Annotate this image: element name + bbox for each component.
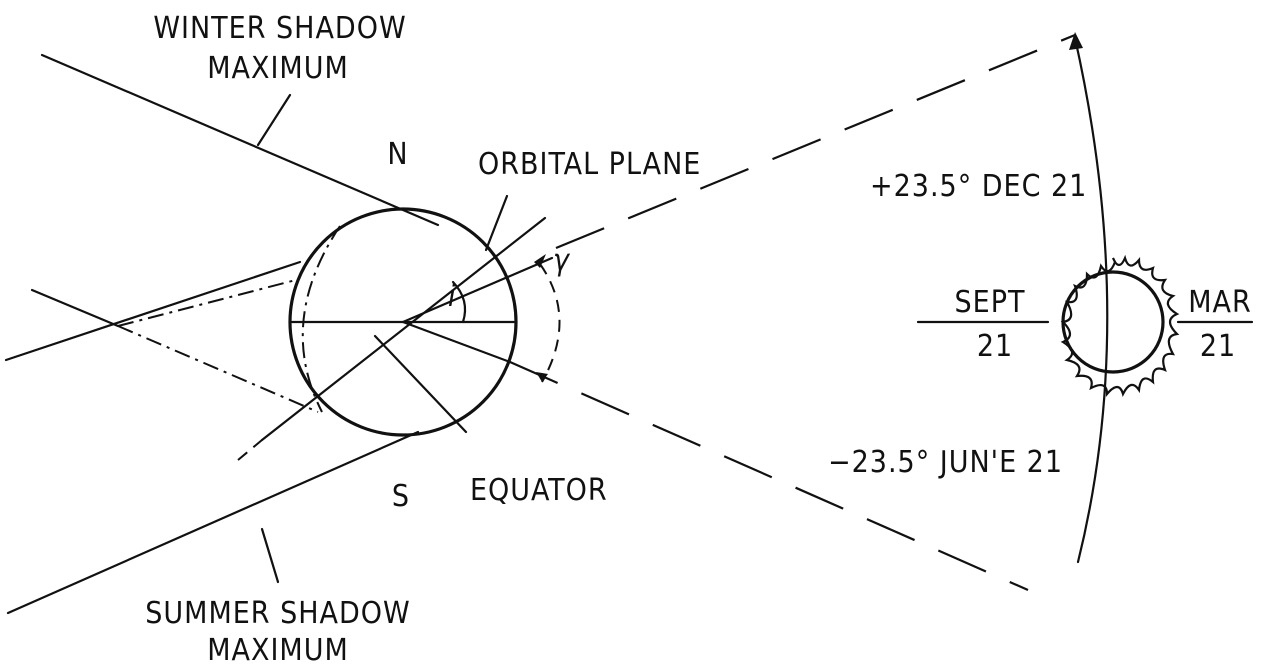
- winter-shadow-line: [40, 53, 440, 227]
- gamma-ray-lower: [401, 320, 512, 364]
- seasonal-arc-arrowhead: [1069, 32, 1083, 50]
- orbital-plane-line-ext: [237, 439, 263, 461]
- seasonal-arc: [1073, 36, 1109, 564]
- mar-label: MAR: [1188, 285, 1252, 320]
- sun-boundary-lower: [509, 360, 1029, 592]
- gamma-ray-upper: [401, 256, 554, 324]
- gamma-arrowhead: [534, 254, 546, 268]
- sun-boundary-upper: [555, 33, 1076, 250]
- dec-label: +23.5° DEC 21: [870, 169, 1087, 204]
- summer-shadow-label: SUMMER SHADOW: [145, 596, 410, 631]
- winter-shadow-label-2: MAXIMUM: [207, 51, 349, 86]
- shadow-boundary-dashed: [117, 279, 297, 327]
- equator-leader: [373, 334, 468, 434]
- summer-shadow-line: [6, 430, 420, 615]
- orbital-plane-leader: [484, 194, 509, 252]
- south-label: S: [392, 479, 410, 514]
- gamma-label: γ: [553, 243, 571, 278]
- winter-label-leader: [256, 93, 292, 147]
- inclination-arc: [451, 280, 467, 324]
- north-label: N: [387, 137, 408, 172]
- mar-label-2: 21: [1200, 329, 1236, 364]
- shadow-ray-lower-dash: [117, 325, 319, 413]
- sun-corona-rays: [1060, 254, 1180, 398]
- winter-shadow-label: WINTER SHADOW: [153, 11, 406, 46]
- inclination-label: i: [448, 279, 457, 314]
- summer-label-leader: [260, 527, 280, 584]
- equator-label: EQUATOR: [470, 473, 608, 508]
- june-label: −23.5° JUN'E 21: [828, 445, 1063, 480]
- shadow-ray-upper: [4, 260, 302, 362]
- sept-label: SEPT: [955, 285, 1026, 320]
- orbital-plane-line: [260, 216, 547, 442]
- summer-shadow-label-2: MAXIMUM: [207, 633, 349, 665]
- gamma-arc: [539, 263, 561, 383]
- sept-label-2: 21: [977, 329, 1013, 364]
- shadow-ray-lower: [30, 288, 120, 328]
- earth-shadow-edge: [301, 225, 341, 413]
- orbital-plane-label: ORBITAL PLANE: [478, 147, 701, 182]
